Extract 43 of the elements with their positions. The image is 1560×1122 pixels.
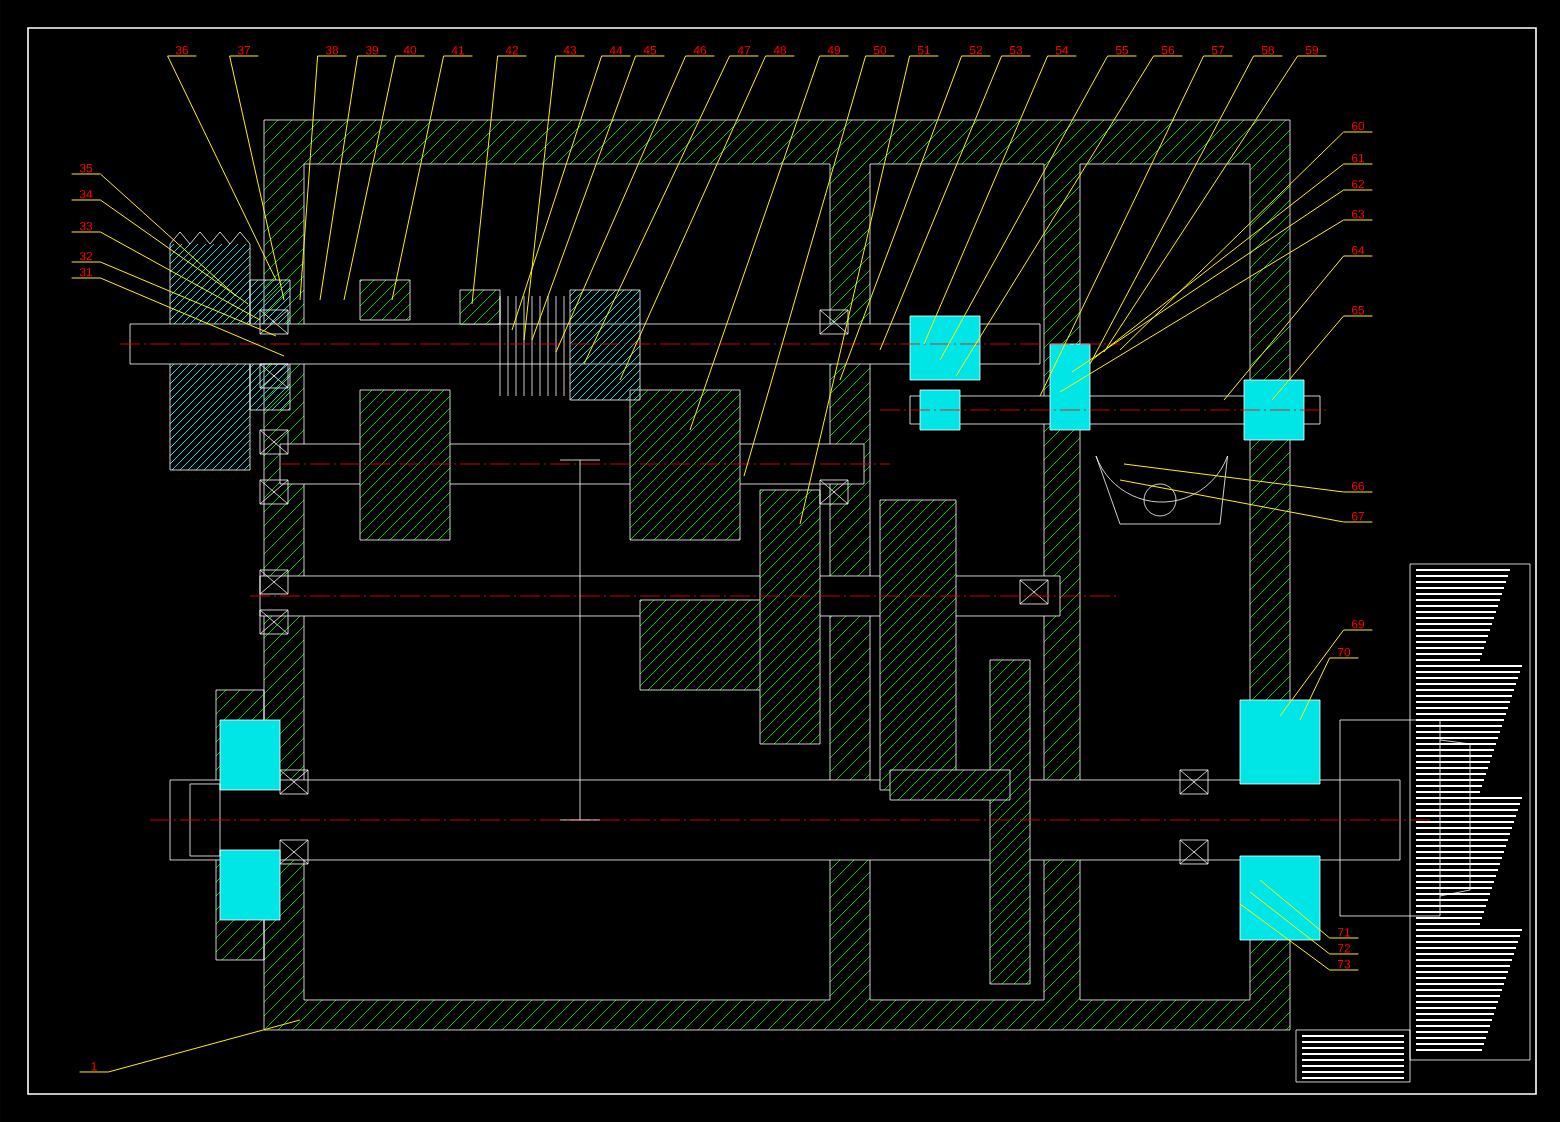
leader-line	[619, 55, 795, 381]
leader-line	[71, 173, 237, 297]
leader-line	[1279, 629, 1373, 717]
leader-line	[1239, 903, 1359, 971]
leader-line	[1271, 315, 1373, 401]
leader-line	[1119, 479, 1373, 523]
leader-line	[531, 55, 665, 341]
leader-line	[471, 55, 527, 305]
leader-line	[1059, 219, 1373, 393]
leader-line	[229, 55, 285, 301]
leader-line	[523, 55, 585, 341]
leader-line	[71, 277, 285, 357]
leader-line	[839, 55, 991, 381]
leader-line	[167, 55, 277, 281]
leader-line	[1249, 891, 1359, 955]
leader-line	[1091, 163, 1373, 361]
leader-line	[879, 55, 1031, 351]
leader-line	[743, 55, 895, 477]
leader-line	[1119, 131, 1373, 351]
leader-line	[299, 55, 347, 301]
leader-line	[343, 55, 425, 301]
leader-line	[1299, 657, 1359, 721]
leader-line	[939, 55, 1137, 361]
leader-line	[955, 55, 1183, 377]
leader-line	[71, 199, 249, 305]
leader-line	[1089, 55, 1283, 365]
leader-line	[689, 55, 849, 431]
leader-line	[1123, 463, 1373, 493]
leader-line	[79, 1019, 301, 1073]
leader-line	[923, 55, 1077, 345]
leader-line	[1223, 255, 1373, 401]
leader-line	[511, 55, 631, 331]
leader-line	[319, 55, 387, 301]
leader-line	[391, 55, 473, 301]
leader-line	[71, 261, 277, 337]
leader-line	[1259, 879, 1359, 939]
leader-line	[1039, 55, 1233, 397]
leader-line	[1103, 55, 1327, 353]
leader-line	[71, 231, 261, 321]
leader-line	[1071, 189, 1373, 373]
leader-line	[799, 55, 939, 525]
leader-line	[583, 55, 759, 365]
leader-line	[555, 55, 715, 353]
